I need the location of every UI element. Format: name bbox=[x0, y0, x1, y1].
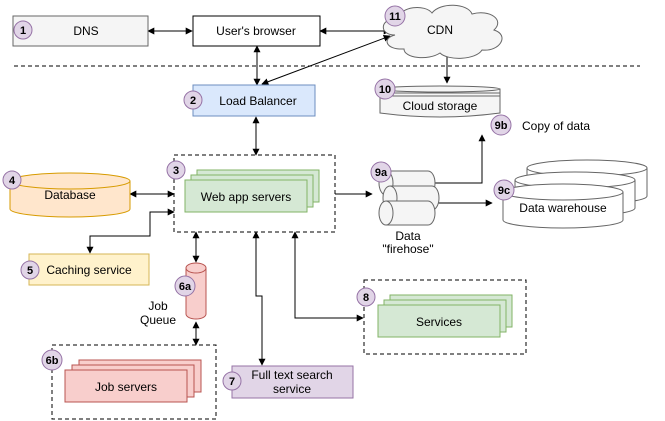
svg-text:11: 11 bbox=[389, 11, 401, 23]
data-warehouse-label: Data warehouse bbox=[519, 201, 607, 215]
cloud-storage-label: Cloud storage bbox=[403, 99, 478, 113]
edge-web-fts bbox=[252, 231, 266, 366]
cdn-label: CDN bbox=[427, 23, 453, 37]
services-label: Services bbox=[416, 315, 462, 329]
job-servers-label: Job servers bbox=[95, 380, 157, 394]
badge-4: 4 bbox=[2, 170, 22, 190]
load-balancer-node: Load Balancer bbox=[192, 84, 316, 117]
svg-text:6a: 6a bbox=[179, 281, 192, 293]
svg-text:9a: 9a bbox=[375, 167, 388, 179]
svg-text:1: 1 bbox=[20, 25, 26, 37]
firehose-label-2: "firehose" bbox=[382, 242, 433, 256]
browser-label: User's browser bbox=[216, 24, 296, 38]
database-label: Database bbox=[44, 188, 96, 202]
dns-label: DNS bbox=[73, 24, 98, 38]
web-app-servers-group: Web app servers bbox=[173, 154, 336, 233]
cdn-node: CDN bbox=[382, 4, 503, 59]
badge-2: 2 bbox=[183, 90, 203, 110]
svg-text:3: 3 bbox=[173, 165, 179, 177]
svg-text:10: 10 bbox=[379, 84, 391, 96]
fts-label-2: service bbox=[273, 382, 311, 396]
dns-node: DNS bbox=[12, 15, 149, 47]
edge-web-cache bbox=[86, 208, 175, 254]
cloud-storage-node: Cloud storage bbox=[379, 85, 501, 118]
caching-service-node: Caching service bbox=[28, 253, 150, 286]
browser-node: User's browser bbox=[192, 15, 321, 47]
svg-text:2: 2 bbox=[190, 95, 196, 107]
badge-3: 3 bbox=[166, 160, 186, 180]
badge-8: 8 bbox=[356, 287, 376, 307]
badge-9c: 9c bbox=[493, 179, 515, 201]
services-group: Services bbox=[363, 279, 527, 355]
svg-text:7: 7 bbox=[229, 376, 235, 388]
badge-7: 7 bbox=[222, 371, 242, 391]
connectors bbox=[86, 27, 493, 366]
edge-firehose-copy bbox=[432, 134, 486, 184]
svg-text:4: 4 bbox=[9, 175, 16, 187]
badge-6a: 6a bbox=[174, 275, 196, 297]
svg-text:6b: 6b bbox=[46, 355, 59, 367]
load-balancer-label: Load Balancer bbox=[219, 94, 296, 108]
job-queue-label-2: Queue bbox=[140, 313, 176, 327]
edge-web-services bbox=[291, 231, 364, 322]
firehose-label-1: Data bbox=[395, 229, 421, 243]
data-warehouse-node bbox=[502, 159, 648, 229]
badge-10: 10 bbox=[374, 78, 396, 100]
badge-6b: 6b bbox=[41, 349, 63, 371]
badges: 1 11 2 10 9b 4 3 9a 9c 5 6a 8 6b 7 bbox=[2, 5, 515, 391]
badge-11: 11 bbox=[384, 5, 406, 27]
badge-9b: 9b bbox=[490, 114, 512, 136]
firehose-node bbox=[378, 170, 440, 226]
badge-9a: 9a bbox=[370, 161, 392, 183]
web-app-servers-label: Web app servers bbox=[201, 190, 292, 204]
svg-text:5: 5 bbox=[27, 265, 33, 277]
full-text-search-node: Full text search service bbox=[231, 365, 354, 399]
badge-1: 1 bbox=[13, 20, 33, 40]
svg-text:8: 8 bbox=[363, 292, 369, 304]
job-servers-group: Job servers bbox=[51, 344, 217, 420]
database-node: Database bbox=[9, 172, 131, 218]
job-queue-label-1: Job bbox=[148, 299, 168, 313]
copy-of-data-label: Copy of data bbox=[522, 119, 590, 133]
svg-text:9b: 9b bbox=[495, 120, 508, 132]
caching-service-label: Caching service bbox=[46, 263, 132, 277]
svg-text:9c: 9c bbox=[498, 185, 510, 197]
badge-5: 5 bbox=[20, 260, 40, 280]
fts-label-1: Full text search bbox=[251, 368, 332, 382]
edge-lb-cdn bbox=[261, 34, 391, 86]
